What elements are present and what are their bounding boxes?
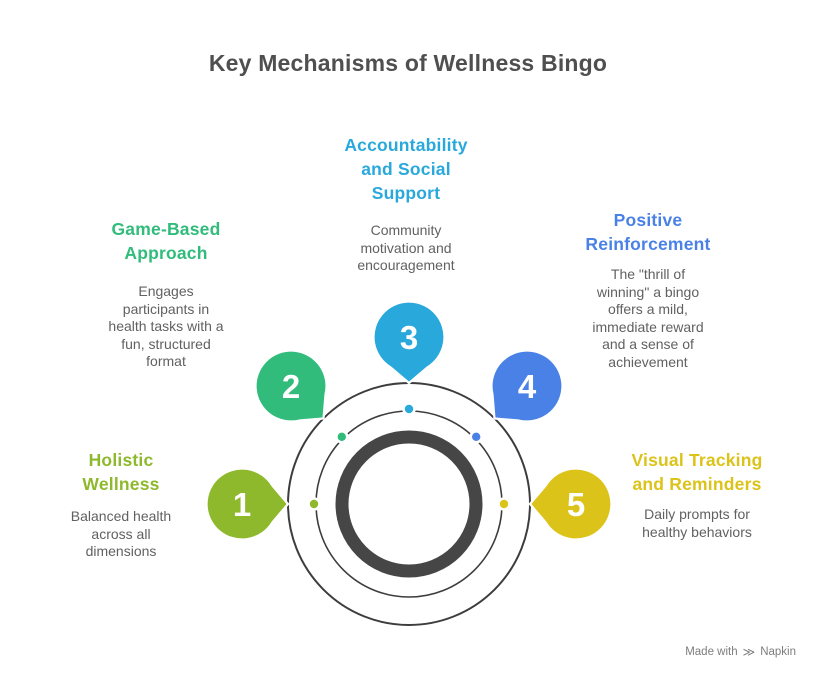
bubble-1-number: 1 — [233, 486, 251, 523]
made-with-label: Made with — [685, 646, 738, 658]
napkin-brand-label: Napkin — [760, 646, 796, 658]
dot-2 — [334, 429, 349, 444]
item-5-heading: Visual Tracking and Reminders — [631, 450, 763, 494]
bubble-3 — [372, 300, 446, 385]
bubble-5-number: 5 — [567, 486, 585, 523]
item-3-block: Accountability and Social Support Commun… — [311, 133, 501, 275]
page-title: Key Mechanisms of Wellness Bingo — [208, 50, 608, 76]
item-1-description: Balanced health across all dimensions — [70, 508, 172, 559]
dot-4 — [469, 429, 484, 444]
bubble-1 — [205, 467, 290, 541]
bubble-3-number: 3 — [400, 319, 418, 356]
item-2-heading: Game-Based Approach — [111, 219, 221, 263]
napkin-credit: Made with ≫ Napkin — [685, 646, 796, 658]
item-2-block: Game-Based Approach Engages participants… — [71, 217, 261, 371]
item-4-heading: Positive Reinforcement — [585, 210, 711, 254]
item-2-description: Engages participants in health tasks wit… — [108, 283, 224, 369]
item-3-description: Community motivation and encouragement — [357, 222, 455, 273]
bubble-2-number: 2 — [282, 368, 300, 405]
item-1-block: Holistic Wellness Balanced health across… — [26, 448, 216, 561]
bubble-5 — [528, 467, 613, 541]
item-1-heading: Holistic Wellness — [82, 450, 160, 494]
bubble-2 — [254, 349, 328, 423]
napkin-logo-icon: ≫ — [742, 645, 756, 659]
item-5-description: Daily prompts for healthy behaviors — [642, 506, 752, 540]
dot-3 — [402, 402, 416, 416]
bubble-4-number: 4 — [518, 368, 537, 405]
item-5-block: Visual Tracking and Reminders Daily prom… — [602, 448, 792, 541]
bubble-4 — [490, 349, 564, 423]
dot-1 — [307, 497, 321, 511]
dot-5 — [497, 497, 511, 511]
item-4-block: Positive Reinforcement The "thrill of wi… — [553, 208, 743, 371]
item-4-description: The "thrill of winning" a bingo offers a… — [592, 266, 704, 370]
hub-ring — [335, 430, 483, 578]
item-3-heading: Accountability and Social Support — [344, 135, 468, 203]
